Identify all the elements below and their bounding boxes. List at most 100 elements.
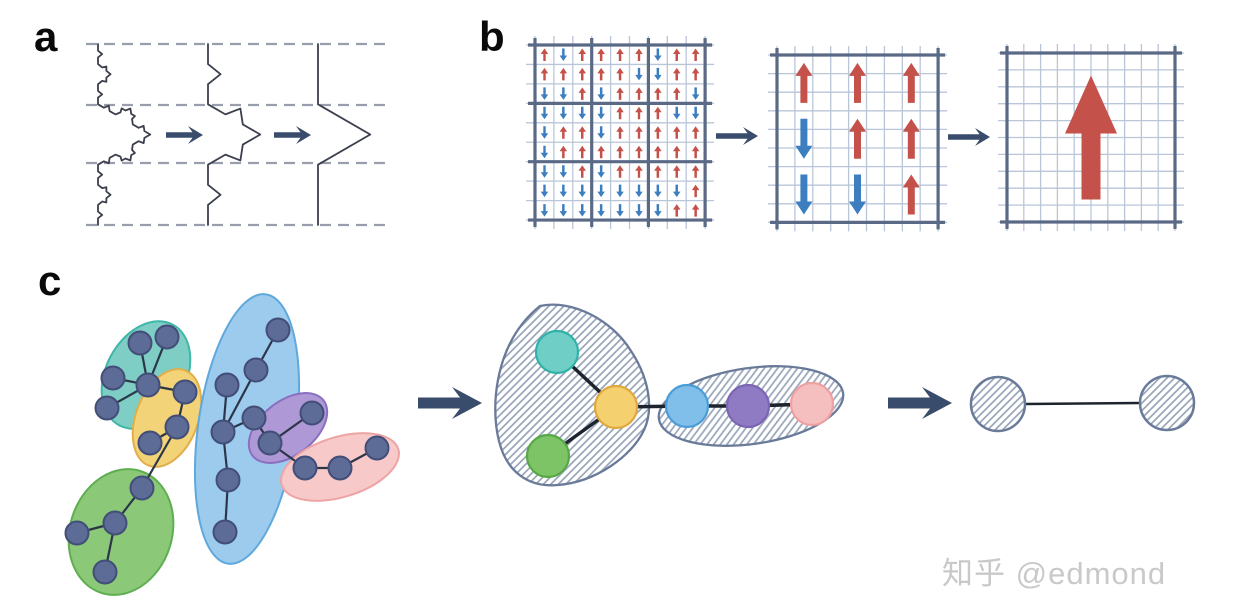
spin-down-arrow [540, 87, 549, 100]
network-node [243, 357, 269, 383]
spin-up-arrow [691, 48, 700, 61]
panel-label-a: a [34, 13, 58, 60]
spin-up-arrow [691, 184, 700, 198]
spin-up-arrow [635, 145, 643, 159]
spin-up-arrow [654, 126, 662, 139]
spin-up-arrow [597, 145, 605, 159]
spin-down-arrow [540, 145, 549, 159]
spin-up-arrow [691, 67, 700, 81]
spin-up-arrow [616, 145, 624, 159]
spin-up-arrow [673, 204, 681, 217]
spin-up-arrow [902, 118, 920, 159]
spin-up-arrow [691, 204, 700, 217]
spin-up-arrow [616, 67, 624, 81]
spin-down-arrow [616, 184, 624, 198]
spin-down-arrow [673, 184, 681, 198]
panel-b [526, 36, 1184, 232]
network-node [257, 430, 283, 456]
spin-down-arrow [635, 184, 643, 198]
spin-up-arrow [654, 145, 662, 159]
spin-up-arrow [654, 106, 662, 120]
spin-down-arrow [635, 204, 643, 217]
spin-up-arrow [635, 87, 643, 100]
spin-up-arrow [559, 145, 568, 159]
spin-up-arrow [616, 126, 624, 139]
spin-up-arrow [635, 126, 643, 139]
spin-up-arrow [691, 165, 700, 178]
spin-down-arrow [540, 106, 549, 120]
spin-up-arrow [691, 145, 700, 159]
spin-up-arrow [578, 67, 586, 81]
spin-up-arrow [654, 165, 662, 178]
spin-down-arrow [654, 184, 662, 198]
network-node [102, 510, 128, 536]
spin-up-arrow [673, 145, 681, 159]
spin-down-arrow [635, 67, 643, 81]
spin-up-arrow [902, 174, 920, 215]
spin-down-arrow [597, 184, 605, 198]
supernode-yellow [593, 384, 639, 430]
network-node [327, 455, 353, 481]
network-node [292, 455, 318, 481]
koch-curve-order-2 [207, 43, 262, 226]
transform-arrow [274, 126, 311, 144]
spin-down-arrow [673, 106, 681, 120]
transform-arrow [888, 387, 952, 419]
network-supernodes [494, 303, 845, 487]
spin-down-arrow [795, 118, 813, 159]
spin-up-arrow [673, 165, 681, 178]
spin-up-arrow [578, 48, 586, 61]
spin-up-arrow [578, 165, 586, 178]
network-node [214, 372, 240, 398]
network-node [137, 430, 163, 456]
spin-down-arrow [578, 204, 586, 217]
spin-up-arrow [559, 67, 568, 81]
spin-up-arrow [578, 145, 586, 159]
supernode-blue [664, 383, 710, 429]
spin-up-arrow [597, 48, 605, 61]
network-node [265, 317, 291, 343]
network-node [154, 324, 180, 350]
network-node [100, 365, 126, 391]
spin-up-arrow [635, 165, 643, 178]
network-node [94, 395, 120, 421]
spin-up-arrow [673, 48, 681, 61]
transform-arrow [418, 387, 482, 419]
spin-up-arrow [540, 67, 549, 81]
spin-down-arrow [597, 87, 605, 100]
network-node [210, 419, 236, 445]
spin-down-arrow [654, 204, 662, 217]
network-renormalized [969, 374, 1196, 433]
spin-down-arrow [559, 48, 568, 61]
spin-down-arrow [559, 106, 568, 120]
spin-up-arrow [1065, 75, 1117, 200]
spin-up-arrow [795, 62, 813, 103]
spin-down-arrow [849, 174, 866, 215]
supernode-green [525, 433, 571, 479]
network-node [215, 467, 241, 493]
network-node [241, 405, 267, 431]
spin-down-arrow [559, 87, 568, 100]
network-node [172, 379, 198, 405]
koch-curve-order-3 [97, 43, 152, 226]
spin-up-arrow [578, 126, 586, 139]
spin-grid-fine [526, 36, 715, 230]
network-node [212, 519, 238, 545]
watermark-text: 知乎 @edmond [942, 556, 1167, 591]
spin-up-arrow [597, 67, 605, 81]
spin-up-arrow [616, 87, 624, 100]
spin-up-arrow [691, 126, 700, 139]
spin-down-arrow [559, 184, 568, 198]
final-edge [1024, 401, 1141, 406]
spin-down-arrow [654, 67, 662, 81]
transform-arrow [716, 127, 758, 145]
spin-down-arrow [691, 106, 700, 120]
spin-down-arrow [540, 165, 549, 178]
network-node [135, 372, 161, 398]
spin-up-arrow [635, 106, 643, 120]
transform-arrow [948, 128, 990, 146]
koch-curve-order-1 [317, 43, 372, 226]
spin-up-arrow [673, 67, 681, 81]
